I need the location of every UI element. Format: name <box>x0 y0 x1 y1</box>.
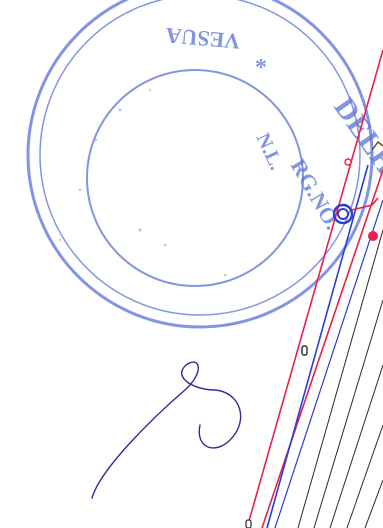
stamp-outer-ring <box>26 0 374 329</box>
black-line-1 <box>297 229 383 528</box>
black-line-4 <box>346 424 383 528</box>
red-station-marker <box>368 231 378 241</box>
blue-station-marker <box>332 203 354 225</box>
stamp-text-right: DELHI <box>327 91 383 189</box>
stamp-star: * <box>255 55 267 81</box>
stamp-text: VESUA * DELHI RG.NO. N.L. <box>165 23 383 234</box>
circular-stamp <box>26 0 374 329</box>
black-line-3 <box>329 364 383 528</box>
blue-station-inner <box>337 208 349 220</box>
red-pointer <box>351 197 379 211</box>
red-boundary-line-2 <box>261 169 383 528</box>
blue-boundary-line-2 <box>274 199 383 528</box>
blue-boundary-line <box>266 164 369 528</box>
plan-lines <box>246 49 383 528</box>
stamp-second-ring <box>39 0 361 316</box>
black-line-2 <box>313 299 383 528</box>
handwritten-signature <box>91 361 242 499</box>
stamp-text-inner-2: N.L. <box>251 130 287 174</box>
brown-mark <box>371 141 383 151</box>
survey-markers <box>245 141 383 528</box>
stamp-speckles <box>58 88 227 277</box>
red-boundary-line-1 <box>246 49 383 528</box>
stamp-text-top: VESUA <box>165 23 242 54</box>
bottom-node-marker <box>245 519 252 528</box>
red-node-marker <box>344 158 352 166</box>
black-line-5 <box>364 479 383 528</box>
black-node-marker <box>301 345 308 356</box>
stamp-inner-ring <box>86 69 304 287</box>
